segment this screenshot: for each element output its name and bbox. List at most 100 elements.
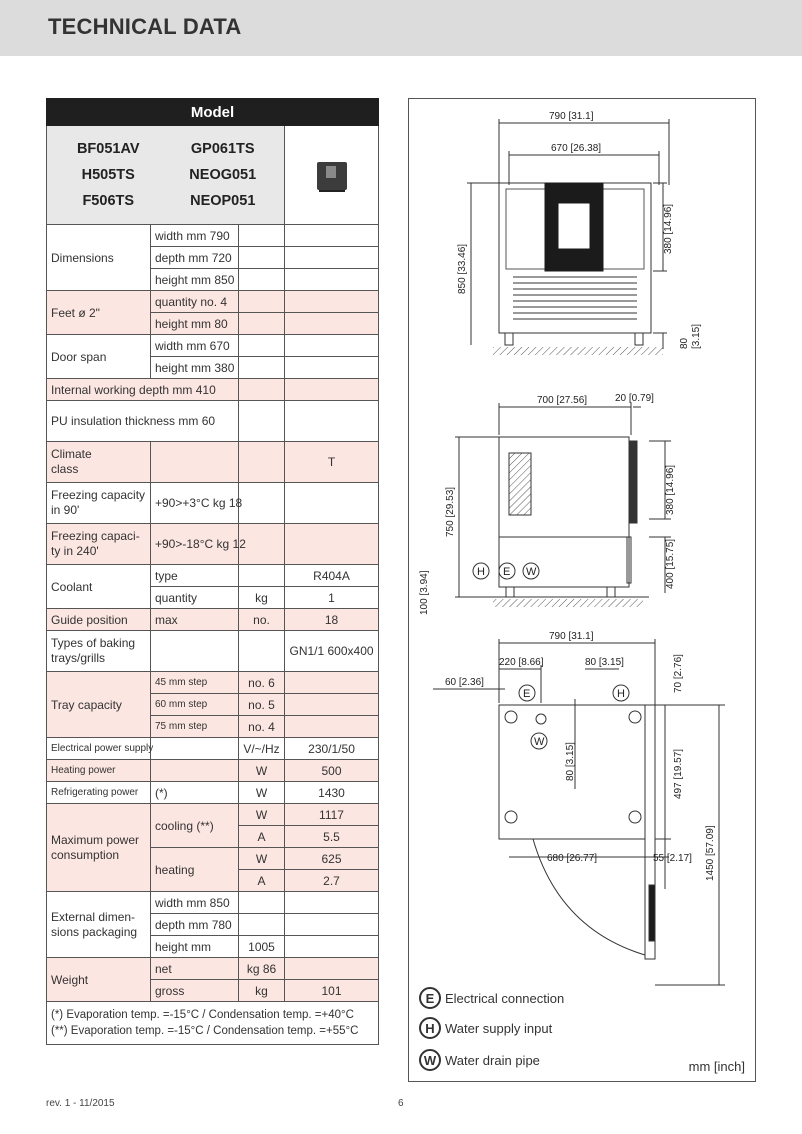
marker-label: E	[503, 566, 510, 578]
cell: 1005	[238, 935, 285, 958]
front-door-width: 670 [26.38]	[551, 143, 601, 154]
spec-table-container: Model BF051AV GP061TS H505TS NEOG051 F50…	[45, 98, 380, 1045]
cell: height mm	[150, 935, 239, 958]
front-width-total: 790 [31.1]	[549, 111, 594, 122]
row-label: Internal working depth mm 410	[46, 378, 239, 401]
model-list: BF051AV GP061TS H505TS NEOG051 F506TS NE…	[46, 125, 285, 225]
plan-dim-a: 220 [8.66]	[499, 657, 544, 668]
marker-label: H	[617, 688, 625, 700]
front-view	[467, 119, 670, 349]
footnote: (*) Evaporation temp. =-15°C / Condensat…	[51, 1009, 354, 1021]
row-label: PU insulation thickness mm 60	[46, 400, 239, 442]
cell: cooling (**)	[150, 803, 239, 848]
cell: +90>-18°C kg 12	[150, 523, 246, 565]
row-label: Freezing capacity in 90'	[46, 482, 151, 524]
cell: depth mm 780	[150, 913, 239, 936]
cell: W	[238, 781, 285, 804]
cell: quantity no. 4	[150, 290, 239, 313]
cell: net	[150, 957, 239, 980]
cell: no. 6	[238, 671, 285, 694]
plan-dim-e: 80 [3.15]	[565, 742, 576, 781]
cell: 625	[283, 847, 380, 870]
row-label: Climate class	[46, 441, 151, 483]
header-bar: TECHNICAL DATA	[0, 0, 802, 56]
cell: gross	[150, 979, 239, 1002]
row-label: Weight	[46, 957, 151, 1002]
cell: 5.5	[283, 825, 380, 848]
cell: kg 86	[238, 957, 285, 980]
cell: width mm 670	[150, 334, 239, 357]
side-markers: H E W	[472, 562, 540, 580]
cell: width mm 790	[150, 224, 239, 247]
row-label: Feet ø 2"	[46, 290, 151, 335]
technical-drawing: 790 [31.1] 670 [26.38] 850 [33.46] 380 […	[419, 111, 725, 986]
row-label: Guide position	[46, 608, 151, 631]
cell: depth mm 720	[150, 246, 239, 269]
marker-label: W	[534, 736, 545, 748]
cell: W	[238, 803, 285, 826]
marker-label: W	[526, 566, 537, 578]
footnotes: (*) Evaporation temp. =-15°C / Condensat…	[45, 1001, 380, 1045]
marker-label: E	[523, 688, 530, 700]
row-label: Refrigerating power	[46, 781, 151, 804]
plan-dim-g: 680 [26.77]	[547, 853, 597, 864]
cell: W	[238, 759, 285, 782]
plan-width-total: 790 [31.1]	[549, 631, 594, 642]
model-name: F506TS	[82, 193, 135, 209]
side-view	[455, 403, 671, 598]
footnote: (**) Evaporation temp. =-15°C / Condensa…	[51, 1025, 359, 1037]
legend-electrical: E Electrical connection	[419, 987, 564, 1009]
side-handle: 20 [0.79]	[615, 393, 654, 404]
cell: no.	[238, 608, 285, 631]
model-name: NEOP051	[190, 193, 256, 209]
side-feet-height: 100 [3.94]	[419, 570, 430, 615]
row-label: Door span	[46, 334, 151, 379]
model-name: BF051AV	[76, 141, 140, 157]
legend-water-supply: H Water supply input	[419, 1017, 552, 1039]
front-feet-height: 80	[679, 337, 690, 349]
cell: 2.7	[283, 869, 380, 892]
plan-dim-b: 80 [3.15]	[585, 657, 624, 668]
legend-text: Water supply input	[445, 1020, 553, 1036]
cell: 60 mm step	[150, 693, 239, 716]
side-floor-hatch	[493, 599, 643, 607]
legend-text: Electrical connection	[445, 990, 565, 1006]
cell: kg	[238, 979, 285, 1002]
front-feet-inch: [3.15]	[691, 324, 702, 349]
cell: type	[150, 564, 239, 587]
cell: 1	[283, 586, 380, 609]
plan-dim-i: 1450 [57.09]	[705, 825, 716, 881]
product-thumbnail	[316, 158, 347, 192]
legend-key: H	[419, 1017, 441, 1039]
marker-label: H	[477, 566, 485, 578]
model-header: Model	[45, 98, 380, 126]
product-thumbnail-cell	[283, 125, 380, 225]
cell: 230/1/50	[283, 737, 380, 760]
spec-table: Model BF051AV GP061TS H505TS NEOG051 F50…	[45, 98, 380, 1045]
legend-water-drain: W Water drain pipe	[419, 1049, 540, 1071]
cell: GN1/1 600x400	[283, 630, 380, 672]
row-label: Maximum power consumption	[46, 803, 151, 892]
cell: 75 mm step	[150, 715, 239, 738]
plan-dim-c: 70 [2.76]	[673, 654, 684, 693]
front-height-total: 850 [33.46]	[457, 244, 468, 294]
row-label: Freezing capaci-ty in 240'	[46, 523, 151, 565]
row-label: Heating power	[46, 759, 151, 782]
cell: no. 4	[238, 715, 285, 738]
units-label: mm [inch]	[688, 1059, 745, 1074]
row-label: Tray capacity	[46, 671, 151, 738]
row-label: Types of baking trays/grills	[46, 630, 151, 672]
cell: max	[150, 608, 239, 631]
model-name: H505TS	[81, 167, 135, 183]
cell: (*)	[150, 781, 239, 804]
cell: A	[238, 825, 285, 848]
cell: A	[238, 869, 285, 892]
cell: 500	[283, 759, 380, 782]
plan-view	[433, 639, 725, 986]
cell: no. 5	[238, 693, 285, 716]
model-name: GP061TS	[190, 141, 255, 157]
side-depth: 700 [27.56]	[537, 395, 587, 406]
legend-key: W	[419, 1049, 441, 1071]
cell: kg	[238, 586, 285, 609]
legend-text: Water drain pipe	[445, 1052, 540, 1068]
